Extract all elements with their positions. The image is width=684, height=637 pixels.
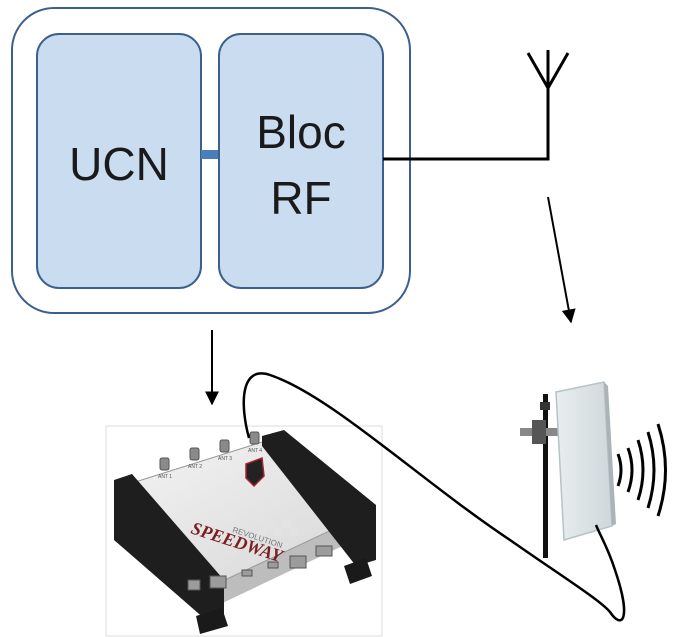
port-label-3: ANT 3 (218, 456, 232, 462)
ucn-module: UCN (36, 33, 202, 289)
antenna-symbol-icon (526, 50, 570, 90)
port-label-4: ANT 4 (248, 448, 262, 454)
module-link (201, 150, 219, 159)
antenna-cable (242, 372, 626, 622)
antenna-panel-image (516, 380, 684, 558)
arrow-to-antenna (547, 196, 576, 324)
port-label-1: ANT 1 (158, 474, 172, 480)
rf-label-line2: RF (270, 172, 331, 224)
port-label-2: ANT 2 (188, 464, 202, 470)
rf-block-module: Bloc RF (218, 33, 384, 289)
rfid-reader-image: SPEEDWAY REVOLUTION ANT 1 ANT 2 ANT 3 AN… (105, 425, 383, 637)
rf-feed-line (383, 78, 550, 161)
ucn-label: UCN (69, 138, 169, 190)
rf-label-line1: Bloc (256, 106, 345, 158)
